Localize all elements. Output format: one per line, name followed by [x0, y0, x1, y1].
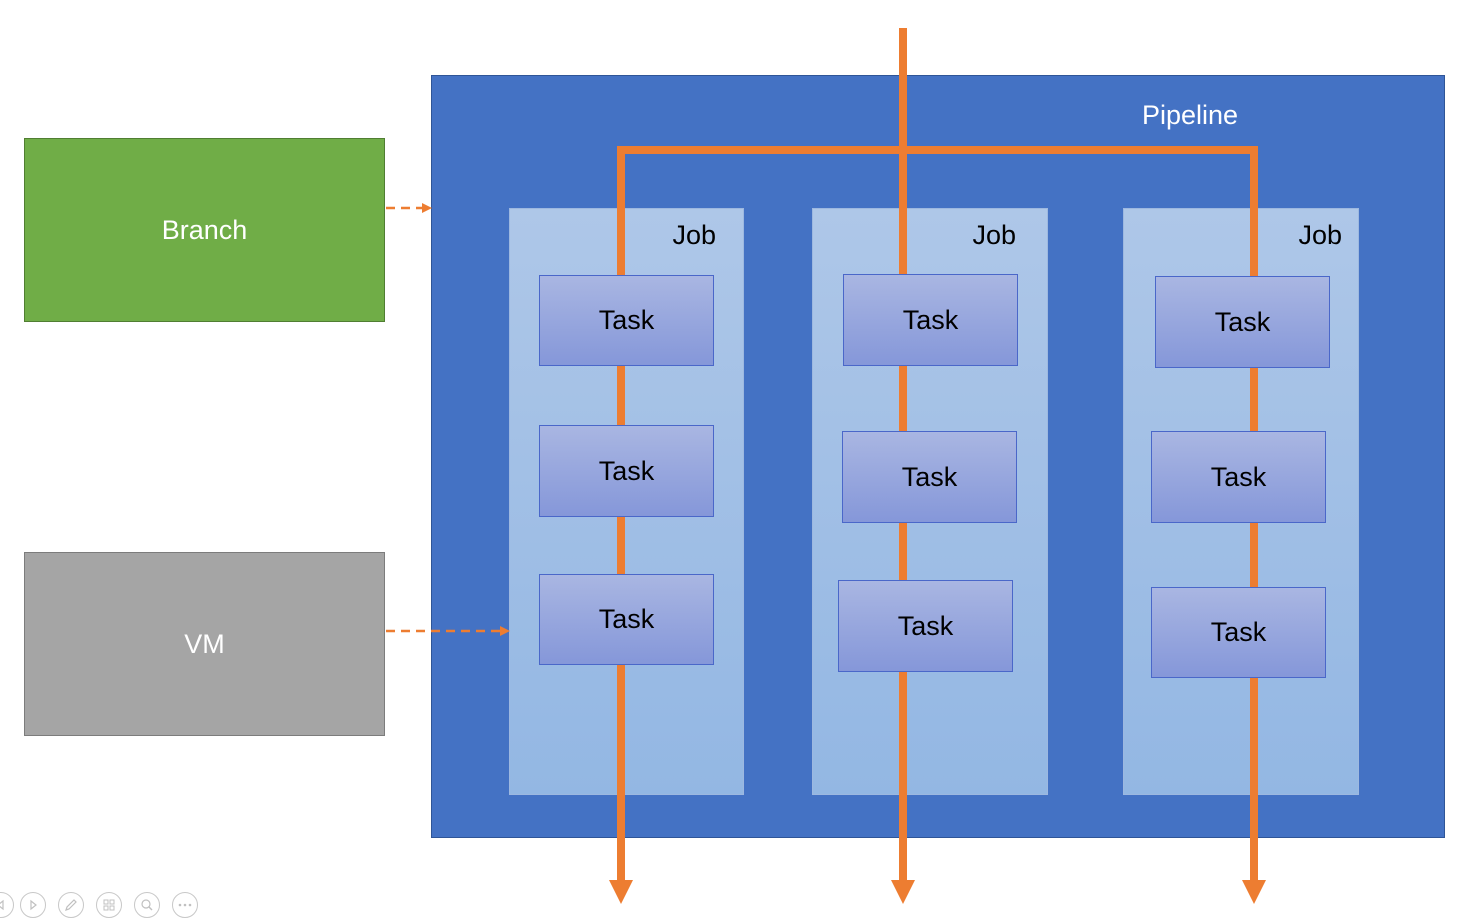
job-2-label: Job: [972, 220, 1016, 250]
job-3-task-3: Task: [1151, 587, 1326, 678]
pipeline-label: Pipeline: [1141, 100, 1239, 130]
more-icon[interactable]: [172, 892, 198, 918]
job-3-label: Job: [1298, 220, 1342, 250]
arrow-head-1: [609, 880, 633, 904]
branch-connector-arrow: [422, 203, 432, 213]
job-3-task-2: Task: [1151, 431, 1326, 523]
job-1-task-1: Task: [539, 275, 714, 366]
branch-box: Branch: [24, 138, 385, 322]
job-1-task-2: Task: [539, 425, 714, 517]
job-1-task-3: Task: [539, 574, 714, 665]
job-2-task-3: Task: [838, 580, 1013, 672]
arrow-head-3: [1242, 880, 1266, 904]
vm-connector-arrow: [500, 626, 510, 636]
zoom-icon[interactable]: [134, 892, 160, 918]
slideshow-toolbar: [0, 890, 210, 921]
play-icon[interactable]: [20, 892, 46, 918]
job-2-task-2: Task: [842, 431, 1017, 523]
job-3-task-1: Task: [1155, 276, 1330, 368]
vm-box: VM: [24, 552, 385, 736]
arrow-head-2: [891, 880, 915, 904]
pen-icon[interactable]: [58, 892, 84, 918]
job-2-task-1: Task: [843, 274, 1018, 366]
slides-icon[interactable]: [96, 892, 122, 918]
job-1-label: Job: [672, 220, 716, 250]
branch-flow-line: [617, 146, 1258, 276]
back-icon[interactable]: [0, 892, 14, 918]
